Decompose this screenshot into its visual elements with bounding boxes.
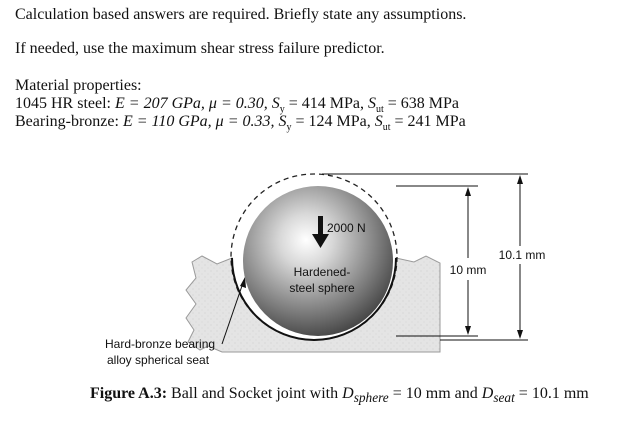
bronze-poisson: μ = 0.33, [215,113,275,130]
caption-text-3: = 10.1 mm [514,385,589,402]
steel-sphere [243,186,393,336]
bronze-ultimate-value: = 241 MPa [390,113,466,130]
steel-poisson: μ = 0.30, [208,95,268,112]
bronze-modulus: E = 110 GPa, [122,113,212,130]
caption-seat-subscript: seat [493,390,515,406]
sphere-dimension-label: 10 mm [450,263,487,277]
ultimate-subscript: ut [375,104,384,116]
seat-label-line1: Hard-bronze bearing [105,337,215,351]
material-properties-heading: Material properties: [15,77,142,94]
seat-dimension-label: 10.1 mm [499,248,546,262]
sphere-dim-arrow-top [465,187,471,196]
bronze-name: Bearing-bronze: [15,113,119,130]
figure-caption: Figure A.3: Ball and Socket joint with D… [90,385,589,406]
caption-text-1: Ball and Socket joint with [167,385,343,402]
instruction-line-2: If needed, use the maximum shear stress … [15,40,385,57]
yield-subscript: y [279,104,285,116]
sphere-dim-arrow-bottom [465,326,471,335]
caption-d-symbol: D [342,385,354,402]
bronze-ultimate-symbol: S [374,113,383,130]
instruction-line-1: Calculation based answers are required. … [15,6,467,23]
caption-text-2: = 10 mm and [388,385,482,402]
seat-contact-arc [231,257,397,341]
ultimate-subscript: ut [382,122,391,134]
caption-d-symbol-2: D [481,385,494,402]
seat-dim-arrow-bottom [517,330,523,339]
bronze-properties-line: Bearing-bronze: E = 110 GPa, μ = 0.33, S… [15,113,466,133]
seat-leader-line [221,279,245,345]
steel-properties-line: 1045 HR steel: E = 207 GPa, μ = 0.30, Sy… [15,95,459,115]
bronze-yield-symbol: S [278,113,287,130]
sphere-dimension [396,185,478,337]
steel-yield-symbol: S [271,95,280,112]
steel-ultimate-symbol: S [367,95,376,112]
seat-leader-arrow [240,277,246,288]
steel-yield-value: = 414 MPa, [284,95,364,112]
steel-ultimate-value: = 638 MPa [383,95,460,112]
seat-dim-arrow-top [517,175,523,184]
force-arrow [312,216,329,248]
seat-dimension [322,173,528,341]
force-label: 2000 N [327,221,366,235]
caption-prefix: Figure A.3: [90,385,168,402]
bronze-yield-value: = 124 MPa, [291,113,371,130]
steel-name: 1045 HR steel: [15,95,111,112]
sphere-label-line1: Hardened- [294,265,351,279]
seat-label-line2: alloy spherical seat [107,353,210,367]
caption-sphere-subscript: sphere [353,390,389,406]
sphere-label-line2: steel sphere [289,281,355,295]
steel-modulus: E = 207 GPa, [115,95,205,112]
yield-subscript: y [286,122,292,134]
